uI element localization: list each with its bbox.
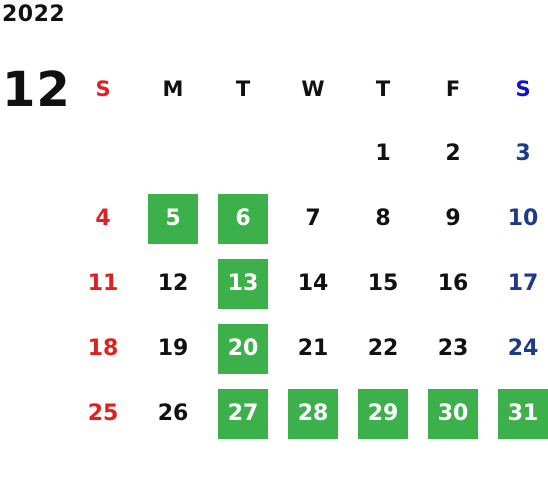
- day-cell: 2: [445, 141, 461, 166]
- day-cell: 6: [218, 193, 268, 244]
- day-cell: 22: [367, 336, 399, 361]
- day-cell: 9: [445, 206, 461, 231]
- day-cell: 7: [305, 206, 321, 231]
- empty-day-cell: [68, 129, 138, 179]
- day-cell: 31: [498, 388, 548, 439]
- day-cell: 16: [437, 271, 469, 296]
- day-cell: 26: [157, 401, 189, 426]
- day-cell: 5: [148, 193, 198, 244]
- day-cell: 10: [507, 206, 539, 231]
- weekday-saturday: S: [515, 76, 531, 101]
- year-label: 2022: [2, 2, 66, 27]
- weekday-wednesday: W: [301, 76, 325, 101]
- empty-day-cell: [278, 129, 348, 179]
- day-cell: 3: [515, 141, 531, 166]
- day-cell: 15: [367, 271, 399, 296]
- day-cell: 28: [288, 388, 338, 439]
- day-cell: 27: [218, 388, 268, 439]
- weekday-header-row: S M T W T F S: [68, 56, 548, 121]
- day-cell: 13: [218, 258, 268, 309]
- day-cell: 17: [507, 271, 539, 296]
- day-cell: 25: [87, 401, 119, 426]
- day-cell: 30: [428, 388, 478, 439]
- day-cell: 19: [157, 336, 189, 361]
- day-cell: 14: [297, 271, 329, 296]
- day-cell: 23: [437, 336, 469, 361]
- day-cell: 1: [375, 141, 391, 166]
- day-cell: 12: [157, 271, 189, 296]
- week-row: 1 2 3: [68, 121, 548, 186]
- week-row: 25 26 27 28 29 30 31: [68, 381, 548, 446]
- day-cell: 8: [375, 206, 391, 231]
- day-cell: 20: [218, 323, 268, 374]
- day-cell: 4: [95, 206, 111, 231]
- empty-day-cell: [138, 129, 208, 179]
- empty-day-cell: [208, 129, 278, 179]
- weekday-tuesday: T: [235, 76, 251, 101]
- week-row: 11 12 13 14 15 16 17: [68, 251, 548, 316]
- day-cell: 18: [87, 336, 119, 361]
- month-number: 12: [2, 62, 71, 118]
- day-cell: 29: [358, 388, 408, 439]
- day-cell: 11: [87, 271, 119, 296]
- weekday-thursday: T: [375, 76, 391, 101]
- weekday-monday: M: [162, 76, 184, 101]
- day-cell: 21: [297, 336, 329, 361]
- week-row: 18 19 20 21 22 23 24: [68, 316, 548, 381]
- day-cell: 24: [507, 336, 539, 361]
- weekday-friday: F: [445, 76, 461, 101]
- weekday-sunday: S: [95, 76, 111, 101]
